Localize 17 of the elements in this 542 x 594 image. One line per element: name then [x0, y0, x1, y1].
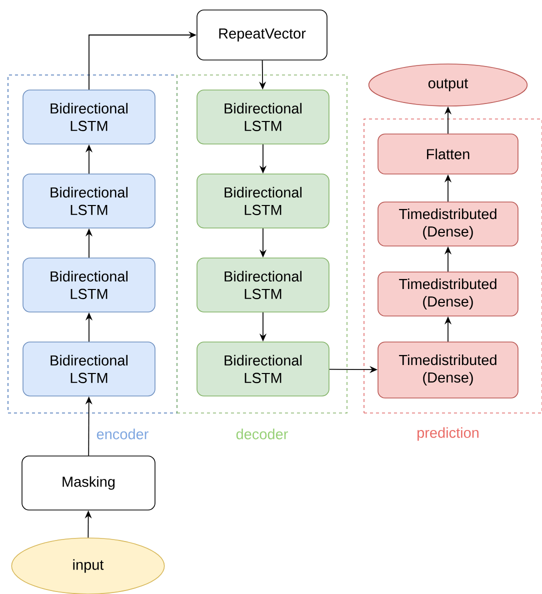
layer-box: Bidirectional LSTM — [196, 90, 330, 144]
layer-box: Timedistributed (Dense) — [378, 342, 518, 398]
layer-box: Bidirectional LSTM — [196, 258, 330, 312]
layer-box: Masking — [22, 456, 156, 510]
layer-box: Timedistributed (Dense) — [378, 272, 518, 316]
layer-box: Timedistributed (Dense) — [378, 202, 518, 246]
layer-box: Bidirectional LSTM — [196, 342, 330, 396]
layer-box: RepeatVector — [196, 10, 328, 60]
group-label: decoder — [236, 428, 288, 440]
layer-box: Bidirectional LSTM — [22, 90, 156, 144]
layer-box: Bidirectional LSTM — [22, 342, 156, 396]
layer-box: Bidirectional LSTM — [22, 174, 156, 228]
group-label: encoder — [96, 428, 148, 440]
layer-box: Bidirectional LSTM — [196, 174, 330, 228]
layer-box: Bidirectional LSTM — [22, 258, 156, 312]
group-label: prediction — [418, 427, 478, 441]
layer-box: Flatten — [378, 134, 518, 174]
